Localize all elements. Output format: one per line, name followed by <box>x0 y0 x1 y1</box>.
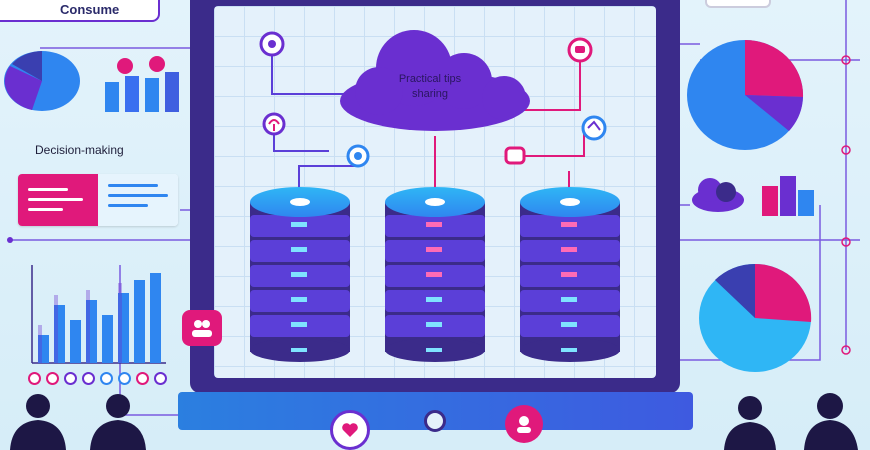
person-silhouette-icon <box>10 394 146 450</box>
person-silhouette-icon <box>724 393 858 450</box>
database-icon <box>520 187 620 362</box>
decision-label: Decision-making <box>35 143 124 157</box>
database-icon <box>385 187 485 362</box>
cloud-icon <box>340 30 530 131</box>
power-button[interactable] <box>424 410 446 432</box>
people-icon <box>182 310 222 346</box>
cloud-icon <box>692 178 744 212</box>
pie-chart-icon <box>699 263 812 372</box>
large-bar-chart <box>31 265 166 364</box>
card-right-panel <box>98 174 178 226</box>
heart-chat-icon[interactable] <box>330 410 370 450</box>
bar-chart-icon <box>105 56 179 112</box>
pie-chart-icon <box>687 39 804 150</box>
user-chat-icon[interactable] <box>505 405 543 443</box>
header-tab <box>0 0 160 22</box>
cloud-label-line1: Practical tips <box>398 73 462 85</box>
pie-chart-icon <box>4 51 80 111</box>
info-card <box>18 174 178 226</box>
cloud-label-line2: sharing <box>411 88 449 100</box>
blocks-icon <box>762 176 814 216</box>
corner-tab <box>705 0 771 8</box>
cloud-label: Practical tips sharing <box>365 72 495 102</box>
database-group <box>250 187 620 362</box>
database-icon <box>250 187 350 362</box>
header-title: Consume <box>60 2 120 17</box>
card-left-panel <box>18 174 98 226</box>
screen-content <box>259 30 607 206</box>
